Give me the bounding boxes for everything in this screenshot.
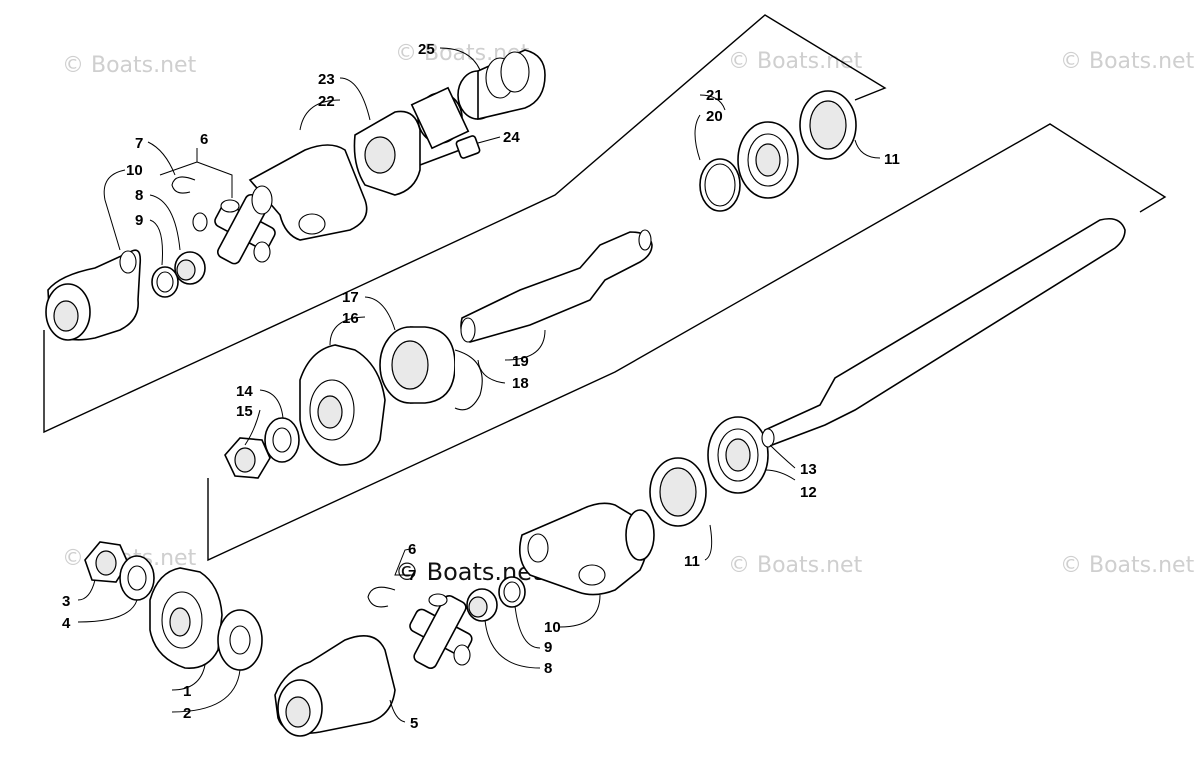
middle-group-outline bbox=[207, 123, 1167, 562]
washer-part-3 bbox=[119, 555, 155, 601]
bearing-part-17 bbox=[379, 326, 456, 404]
flange-yoke-part-22 bbox=[248, 144, 368, 241]
washer-part-9-lower bbox=[498, 576, 526, 608]
callout-6-upper: 6 bbox=[200, 131, 208, 148]
washer-part-14 bbox=[264, 417, 300, 463]
yoke-part-5 bbox=[274, 634, 396, 737]
nut-part-4 bbox=[84, 541, 129, 583]
yoke-part-10-upper bbox=[45, 249, 142, 341]
callout-8-lower: 8 bbox=[544, 660, 552, 677]
callout-10-upper: 10 bbox=[126, 162, 143, 179]
callout-21: 21 bbox=[706, 87, 723, 104]
yoke-part-10-lower bbox=[519, 502, 655, 596]
bolt-part-24 bbox=[419, 135, 481, 166]
group-outlines bbox=[43, 14, 1167, 562]
callout-10-lower: 10 bbox=[544, 619, 561, 636]
watermark-6: © Boats.net bbox=[728, 553, 863, 578]
callout-18: 18 bbox=[512, 375, 529, 392]
callout-3: 3 bbox=[62, 593, 70, 610]
seal-part-11-upper bbox=[799, 90, 857, 160]
callout-16: 16 bbox=[342, 310, 359, 327]
bushing-part-8-upper bbox=[174, 251, 206, 285]
washer-part-9-upper bbox=[151, 266, 179, 298]
shaft-part-19 bbox=[460, 229, 653, 343]
watermark-1: © Boats.net bbox=[62, 53, 197, 78]
callout-12: 12 bbox=[800, 484, 817, 501]
watermark-4: © Boats.net bbox=[1060, 49, 1195, 74]
callout-15: 15 bbox=[236, 403, 253, 420]
boot-part-25 bbox=[457, 49, 546, 121]
gear-part-1 bbox=[149, 567, 223, 669]
callout-7-lower: 7 bbox=[408, 567, 416, 584]
callout-4: 4 bbox=[62, 615, 71, 632]
bushing-part-8-lower bbox=[466, 588, 498, 622]
callout-5: 5 bbox=[410, 715, 418, 732]
callout-19: 19 bbox=[512, 353, 529, 370]
nut-part-15 bbox=[224, 437, 271, 479]
clip-part-7-lower bbox=[367, 586, 396, 608]
callout-17: 17 bbox=[342, 289, 359, 306]
upper-group-outline bbox=[43, 14, 887, 434]
callout-23: 23 bbox=[318, 71, 335, 88]
lower-parts bbox=[84, 502, 655, 737]
callout-20: 20 bbox=[706, 108, 723, 125]
callout-9-lower: 9 bbox=[544, 639, 552, 656]
flange-part-23 bbox=[353, 86, 470, 196]
washer-part-2 bbox=[217, 609, 263, 671]
callout-24: 24 bbox=[503, 129, 520, 146]
callout-22: 22 bbox=[318, 93, 335, 110]
callout-2: 2 bbox=[183, 705, 191, 722]
cross-part-6-upper bbox=[192, 193, 276, 265]
clip-part-7-upper bbox=[171, 176, 196, 194]
leader-lines bbox=[77, 47, 881, 723]
callout-8-upper: 8 bbox=[135, 187, 143, 204]
upper-parts bbox=[45, 49, 857, 341]
watermark-7: © Boats.net bbox=[1060, 553, 1195, 578]
o-ring-part-20-upper bbox=[699, 158, 741, 212]
cross-part-6-lower bbox=[409, 593, 473, 669]
callout-14: 14 bbox=[236, 383, 253, 400]
bearing-part-21-upper bbox=[737, 121, 799, 199]
callout-13: 13 bbox=[800, 461, 817, 478]
watermarks: © Boats.net © Boats.net © Boats.net © Bo… bbox=[62, 41, 1195, 586]
callout-6-lower: 6 bbox=[408, 541, 416, 558]
seal-part-11-middle bbox=[649, 457, 707, 527]
callout-1: 1 bbox=[183, 683, 191, 700]
callout-9-upper: 9 bbox=[135, 212, 143, 229]
bearing-part-12 bbox=[707, 416, 769, 494]
callout-labels: 1 2 3 4 5 6 6 7 7 8 8 9 9 10 10 11 11 12… bbox=[62, 41, 900, 732]
callout-11-upper: 11 bbox=[884, 151, 900, 168]
axle-part-13 bbox=[761, 217, 1126, 448]
gear-part-16 bbox=[299, 344, 386, 466]
middle-parts bbox=[224, 217, 1126, 527]
callout-25: 25 bbox=[418, 41, 435, 58]
snap-ring-part-18 bbox=[454, 349, 483, 411]
callout-7-upper: 7 bbox=[135, 135, 143, 152]
callout-11-lower: 11 bbox=[684, 553, 700, 570]
